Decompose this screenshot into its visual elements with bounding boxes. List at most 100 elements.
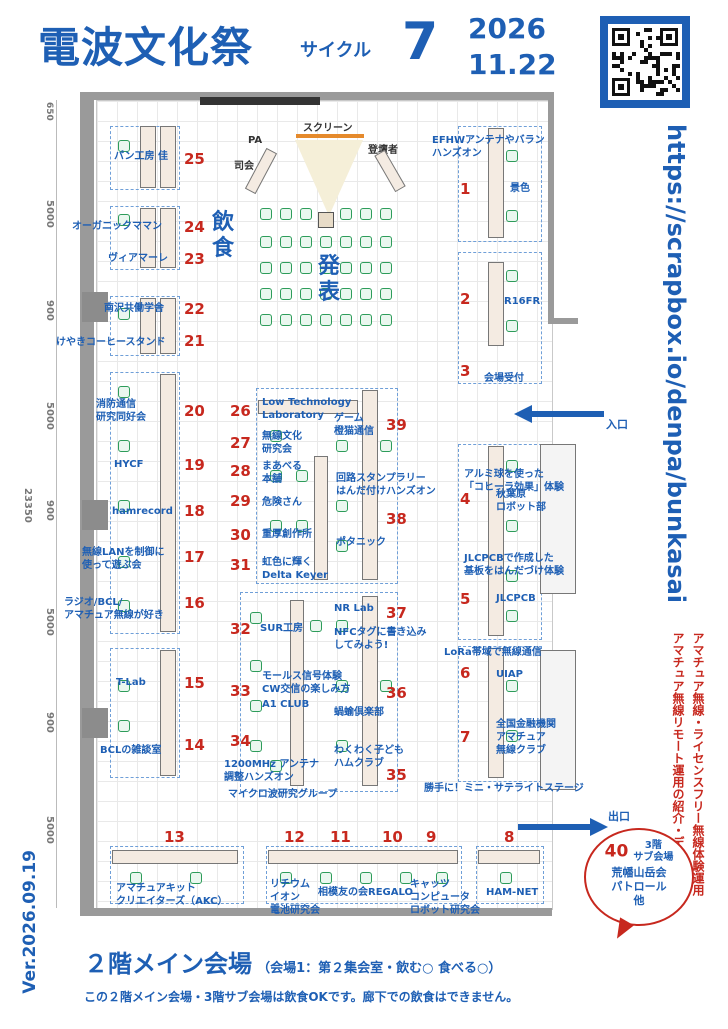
qr-code[interactable] — [600, 16, 690, 108]
qr-module — [648, 36, 652, 40]
dimension-line — [56, 100, 57, 908]
dim-5000-c: 5000 — [44, 608, 55, 636]
side-note-1: アマチュア無線・ライセンスフリー無線体験運用 — [691, 632, 705, 896]
booth-name: 無線LANを制御に 使って遊ぶ会 — [82, 547, 165, 571]
booth-number-29: 29 — [230, 492, 251, 510]
booth-number-4: 4 — [460, 490, 471, 508]
booth-chair — [506, 610, 518, 622]
table — [160, 208, 176, 268]
booth-number-7: 7 — [460, 728, 471, 746]
audience-seat — [380, 314, 392, 326]
zone-32-37 — [240, 592, 398, 792]
qr-module — [676, 76, 680, 80]
dim-900-b: 900 — [44, 500, 55, 521]
booth-number-5: 5 — [460, 590, 471, 608]
stage-edge — [200, 97, 320, 105]
booth-chair — [310, 620, 322, 632]
qr-module — [652, 56, 656, 60]
booth-number-36: 36 — [386, 684, 407, 702]
pillar — [82, 500, 108, 530]
event-url[interactable]: https://scrapbox.io/denpa/bunkasai — [662, 124, 690, 603]
booth-name: パン工房 佳 — [114, 151, 168, 162]
qr-module — [660, 80, 664, 84]
audience-seat — [280, 236, 292, 248]
booth-name: アマチュアキット クリエイターズ（AKC） — [116, 883, 228, 907]
qr-module — [648, 84, 652, 88]
booth-number-34: 34 — [230, 732, 251, 750]
pillar — [82, 708, 108, 738]
booth-name: HAM-NET — [486, 887, 539, 898]
screen-bar — [296, 134, 364, 138]
zone-2-3 — [458, 252, 542, 384]
table — [140, 298, 156, 354]
qr-module — [640, 60, 644, 64]
booth-number-27: 27 — [230, 434, 251, 452]
audience-seat — [280, 208, 292, 220]
sub-venue-desc: 荒幡山岳会 パトロール 他 — [611, 866, 667, 907]
booth-name: NR Lab — [334, 603, 374, 614]
audience-seat — [360, 208, 372, 220]
table — [160, 650, 176, 776]
booth-number-20: 20 — [184, 402, 205, 420]
qr-module — [652, 80, 656, 84]
booth-chair — [400, 872, 412, 884]
qr-module — [640, 40, 644, 44]
zone-14-15 — [110, 648, 180, 778]
qr-module — [676, 56, 680, 60]
qr-module — [640, 88, 644, 92]
table — [160, 298, 176, 354]
qr-module — [660, 92, 664, 96]
booth-name: まあべる 本舗 — [262, 461, 302, 485]
booth-chair — [130, 872, 142, 884]
dim-900-c: 900 — [44, 712, 55, 733]
booth-chair — [296, 470, 308, 482]
booth-number-6: 6 — [460, 664, 471, 682]
audience-seat — [280, 262, 292, 274]
qr-module — [644, 56, 648, 60]
booth-chair — [118, 720, 130, 732]
booth-chair — [118, 440, 130, 452]
qr-module — [648, 28, 652, 32]
audience-seat — [380, 208, 392, 220]
booth-chair — [380, 440, 392, 452]
audience-seat — [300, 288, 312, 300]
qr-module — [636, 76, 640, 80]
audience-seat — [380, 288, 392, 300]
qr-module — [648, 80, 652, 84]
booth-chair — [118, 386, 130, 398]
audience-seat — [300, 236, 312, 248]
qr-module — [676, 64, 680, 68]
booth-number-23: 23 — [184, 250, 205, 268]
qr-module — [668, 52, 672, 56]
booth-chair — [118, 556, 130, 568]
booth-name: 回路スタンプラリー はんだ付けハンズオン — [336, 473, 436, 497]
booth-chair — [380, 680, 392, 692]
exit-label: 出口 — [608, 810, 630, 823]
audience-seat — [340, 314, 352, 326]
audience-seat — [260, 288, 272, 300]
qr-finder — [612, 28, 630, 46]
booth-number-8: 8 — [504, 828, 515, 846]
audience-seat — [300, 262, 312, 274]
booth-number-25: 25 — [184, 150, 205, 168]
booth-number-31: 31 — [230, 556, 251, 574]
booth-number-35: 35 — [386, 766, 407, 784]
booth-name: 秋葉原 ロボット部 — [496, 489, 546, 513]
qr-module — [656, 36, 660, 40]
booth-number-39: 39 — [386, 416, 407, 434]
booth-name: 重厚創作所 — [262, 529, 312, 540]
qr-module — [644, 84, 648, 88]
projector — [318, 212, 334, 228]
booth-number-18: 18 — [184, 502, 205, 520]
qr-module — [620, 68, 624, 72]
audience-seat — [320, 314, 332, 326]
audience-seat — [360, 314, 372, 326]
cycle-number: 7 — [402, 12, 439, 72]
audience-seat — [320, 288, 332, 300]
booth-chair — [336, 620, 348, 632]
booth-name: モールス信号体験 CW交信の楽しみ方 — [262, 671, 351, 695]
zone-26-31 — [256, 388, 398, 584]
booth-number-28: 28 — [230, 462, 251, 480]
booth-chair — [250, 660, 262, 672]
qr-module — [656, 80, 660, 84]
